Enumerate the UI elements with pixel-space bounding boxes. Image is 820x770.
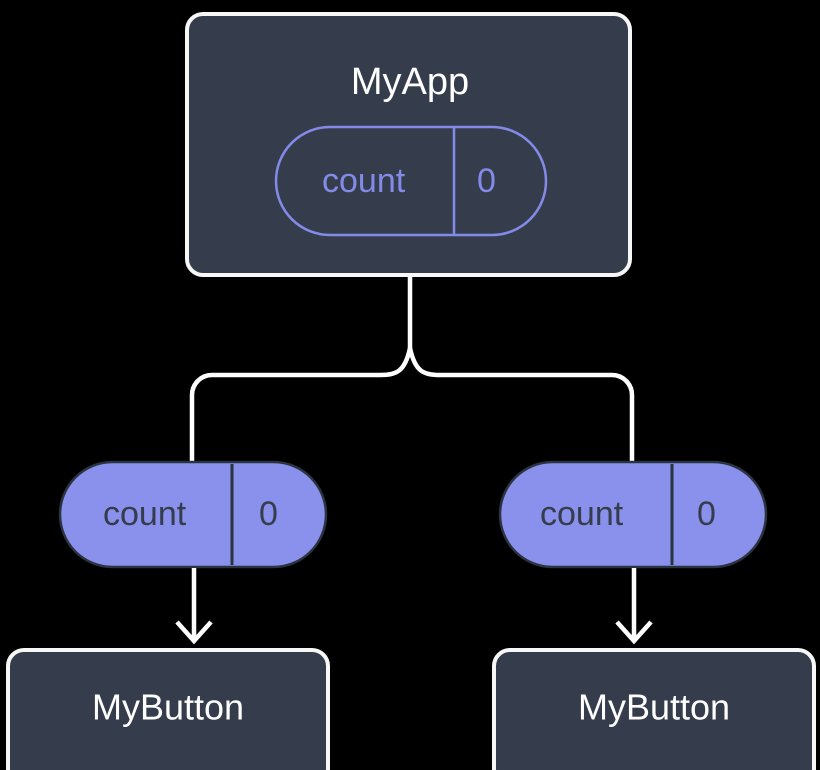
connector-fork-right [407, 347, 635, 514]
node-mybutton-right-label: MyButton [578, 687, 730, 728]
state-pill-left[interactable]: count 0 [58, 460, 328, 569]
arrow-right [615, 568, 653, 645]
state-pill-myapp-value: 0 [477, 162, 496, 200]
state-pill-myapp-key: count [322, 162, 406, 200]
node-mybutton-right-box[interactable] [492, 648, 816, 770]
arrow-right-head [615, 620, 653, 645]
node-mybutton-right[interactable]: MyButton [492, 648, 816, 770]
node-mybutton-left-label: MyButton [92, 687, 244, 728]
state-pill-left-shape[interactable] [58, 460, 328, 569]
arrow-left [175, 568, 213, 645]
node-myapp-label: MyApp [351, 61, 469, 103]
node-myapp[interactable]: MyApp count 0 [185, 12, 632, 277]
node-myapp-box[interactable] [185, 12, 632, 277]
arrow-left-head [175, 620, 213, 645]
state-pill-left-value: 0 [259, 495, 278, 533]
connector-fork-left [189, 347, 413, 514]
state-pill-left-key: count [103, 495, 187, 533]
state-pill-right[interactable]: count 0 [498, 460, 768, 569]
state-pill-right-shape[interactable] [498, 460, 768, 569]
state-pill-myapp-shape[interactable] [274, 125, 548, 237]
connector-group [189, 277, 635, 514]
state-pill-right-value: 0 [697, 495, 716, 533]
state-pill-right-key: count [540, 495, 624, 533]
state-pill-myapp[interactable]: count 0 [274, 125, 548, 237]
node-mybutton-left-box[interactable] [6, 648, 330, 770]
node-mybutton-left[interactable]: MyButton [6, 648, 330, 770]
